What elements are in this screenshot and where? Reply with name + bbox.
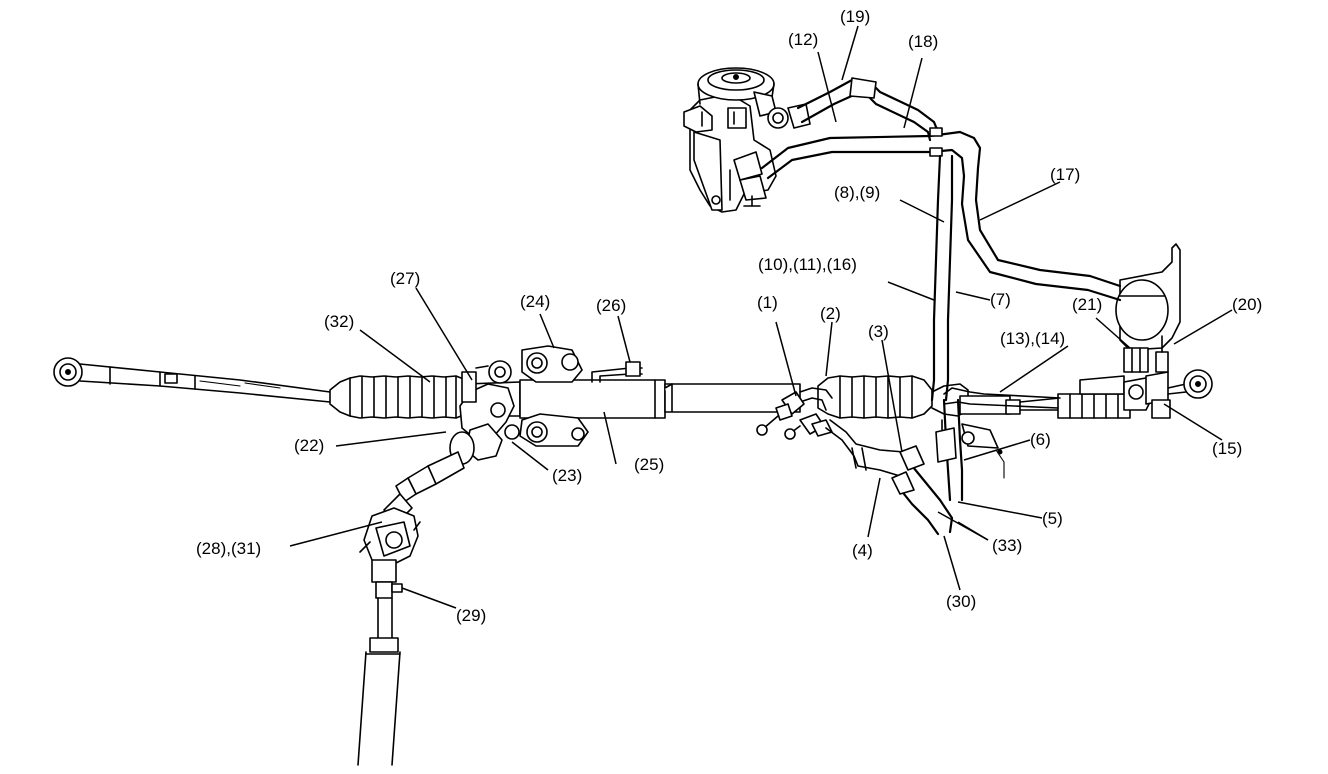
label-27: (27) — [390, 269, 420, 288]
label-19: (19) — [840, 7, 870, 26]
label-20: (20) — [1232, 295, 1262, 314]
label-29: (29) — [456, 606, 486, 625]
right-boot — [817, 375, 933, 419]
label-3: (3) — [868, 322, 889, 341]
label-24: (24) — [520, 292, 550, 311]
label-25: (25) — [634, 455, 664, 474]
label-22: (22) — [294, 436, 324, 455]
left-tie-rod — [53, 357, 331, 403]
label-26: (26) — [596, 296, 626, 315]
label-6: (6) — [1030, 430, 1051, 449]
label-12: (12) — [788, 30, 818, 49]
label-10-11-16: (10),(11),(16) — [758, 255, 857, 274]
label-1: (1) — [757, 293, 778, 312]
label-13-14: (13),(14) — [1000, 329, 1065, 348]
part-labels: (1) (2) (3) (4) (5) (6) (7) (8),(9) (10)… — [196, 7, 1262, 625]
left-boot — [329, 375, 467, 419]
steering-shaft — [357, 431, 475, 766]
label-2: (2) — [820, 304, 841, 323]
label-33: (33) — [992, 536, 1022, 555]
right-tie-rod — [931, 369, 1213, 419]
label-8-9: (8),(9) — [834, 183, 880, 202]
oil-pump — [683, 67, 811, 213]
label-18: (18) — [908, 32, 938, 51]
label-5: (5) — [1042, 509, 1063, 528]
label-17: (17) — [1050, 165, 1080, 184]
oil-tank — [1115, 243, 1181, 373]
label-30: (30) — [946, 592, 976, 611]
label-28-31: (28),(31) — [196, 539, 261, 558]
label-4: (4) — [852, 541, 873, 560]
label-15: (15) — [1212, 439, 1242, 458]
pump-hoses — [760, 77, 1122, 409]
pipe-assembly — [756, 387, 1005, 536]
label-23: (23) — [552, 466, 582, 485]
gearbox-housing — [459, 345, 801, 461]
label-32: (32) — [324, 312, 354, 331]
label-7: (7) — [990, 290, 1011, 309]
leader-lines — [289, 25, 1233, 609]
label-21: (21) — [1072, 295, 1102, 314]
